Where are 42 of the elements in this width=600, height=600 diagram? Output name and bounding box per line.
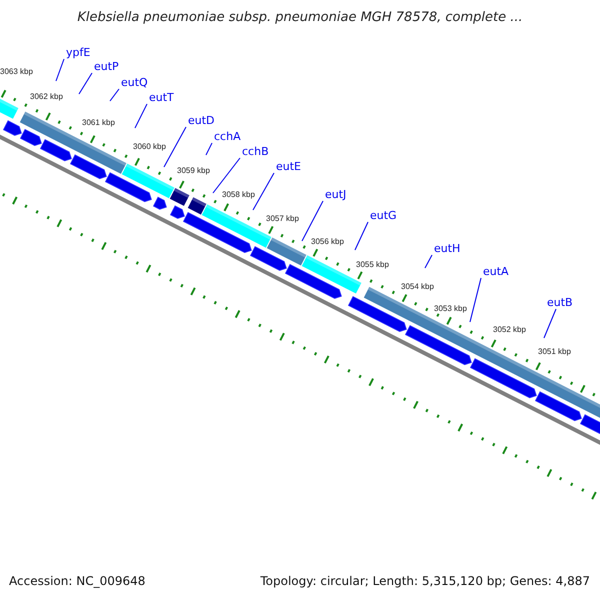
scale-label: 3055 kbp xyxy=(356,260,389,270)
scale-label: 3051 kbp xyxy=(538,347,571,357)
gene-label: eutH xyxy=(434,242,460,255)
gene-label: eutB xyxy=(547,296,573,309)
gene-label: cchA xyxy=(214,130,241,143)
gene-label: eutD xyxy=(188,114,215,127)
scale-label: 3060 kbp xyxy=(133,142,166,152)
leader-line xyxy=(164,126,186,168)
genome-summary: Topology: circular; Length: 5,315,120 bp; Genes: 4,887 xyxy=(260,574,590,588)
leader-line xyxy=(206,142,212,156)
leader-line xyxy=(78,72,92,94)
accession-label: Accession: NC_009648 xyxy=(9,574,146,588)
gene-label: eutP xyxy=(94,60,119,73)
scale-label: 3058 kbp xyxy=(222,190,255,200)
gene-label: eutQ xyxy=(121,76,148,89)
scale-label: 3053 kbp xyxy=(434,304,467,314)
title: Klebsiella pneumoniae subsp. pneumoniae MGH 78578, complete ... xyxy=(77,10,523,25)
scale-label: 3054 kbp xyxy=(401,282,434,292)
leader-line xyxy=(544,308,556,338)
scale-label: 3063 kbp xyxy=(0,67,33,77)
leader-line xyxy=(110,88,120,102)
gene-label: eutG xyxy=(370,209,397,222)
leader-line xyxy=(252,172,274,210)
leader-line xyxy=(470,278,482,322)
scale-label: 3056 kbp xyxy=(311,237,344,247)
scale-label: 3057 kbp xyxy=(266,214,299,224)
gene-label: cchB xyxy=(242,145,269,158)
scale-label: 3059 kbp xyxy=(177,166,210,176)
scale-label: 3052 kbp xyxy=(493,325,526,335)
leader-line xyxy=(212,158,240,194)
leader-line xyxy=(56,58,64,82)
gene-label: eutE xyxy=(276,160,302,173)
gene-label: ypfE xyxy=(66,46,90,59)
leader-line xyxy=(302,200,324,242)
scale-label: 3061 kbp xyxy=(82,118,115,128)
gene-label: eutA xyxy=(483,265,509,278)
gene-label: eutJ xyxy=(325,188,346,201)
leader-line xyxy=(134,104,148,128)
scale-label: 3062 kbp xyxy=(30,92,63,102)
leader-line xyxy=(424,254,432,268)
gene-label: eutT xyxy=(149,91,174,104)
leader-line xyxy=(354,222,368,250)
